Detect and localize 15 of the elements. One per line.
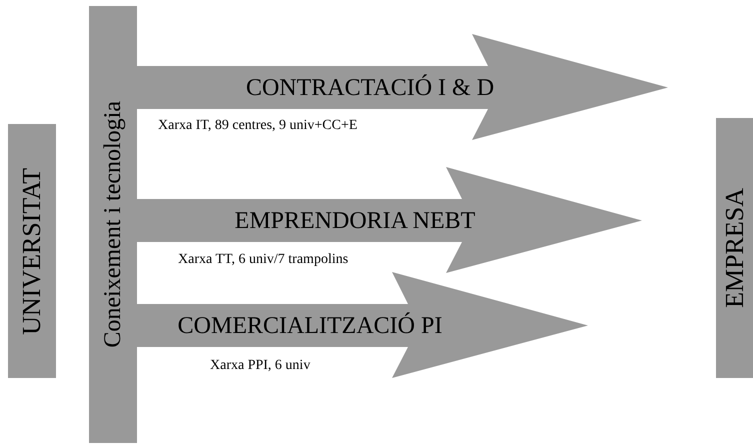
- arrow-label: COMERCIALITZACIÓ PI: [178, 314, 442, 338]
- arrow-caption: Xarxa PPI, 6 univ: [210, 359, 310, 373]
- vertical-label-box: [8, 124, 56, 378]
- vertical-label: UNIVERSITAT: [19, 168, 45, 334]
- vertical-label: EMPRESA: [722, 188, 748, 308]
- block-arrow: [137, 272, 588, 378]
- vertical-bar: [89, 6, 137, 443]
- block-arrow: [137, 34, 668, 140]
- arrow-label: CONTRACTACIÓ I & D: [246, 76, 494, 100]
- arrow-caption: Xarxa TT, 6 univ/7 trampolins: [178, 253, 348, 267]
- arrow-label: EMPRENDORIA NEBT: [234, 208, 476, 232]
- arrow-caption: Xarxa IT, 89 centres, 9 univ+CC+E: [158, 119, 358, 133]
- vertical-label: Coneixement i tecnologia: [101, 101, 125, 348]
- block-arrow: [137, 167, 642, 273]
- vertical-label-box: [716, 118, 753, 378]
